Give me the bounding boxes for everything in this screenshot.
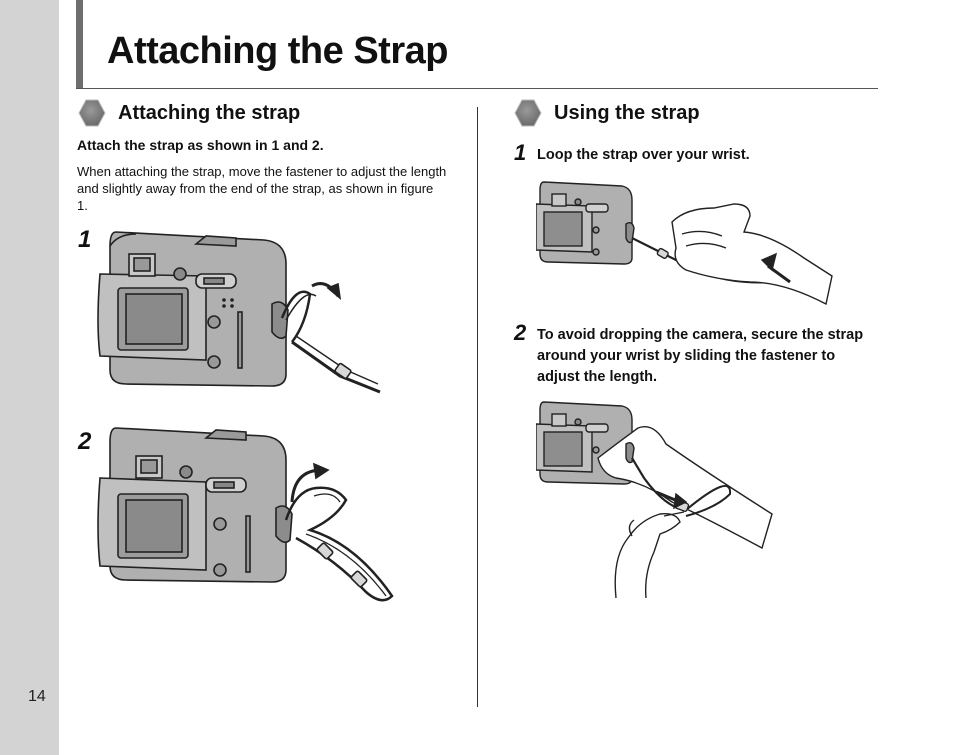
body-text: When attaching the strap, move the faste… <box>77 164 447 213</box>
fastener-adjust-illustration <box>536 401 773 599</box>
section-title-using: Using the strap <box>554 102 700 124</box>
page-number: 14 <box>28 688 46 705</box>
step-number-1: 1 <box>514 140 527 165</box>
hexagon-icon <box>514 99 542 127</box>
column-divider <box>477 107 478 707</box>
wrist-loop-illustration <box>536 181 833 306</box>
camera-strap-figure-2 <box>97 427 394 602</box>
step-number-2: 2 <box>514 320 527 345</box>
title-accent-bar <box>76 0 83 89</box>
lead-text: Attach the strap as shown in 1 and 2. <box>77 137 324 153</box>
figure-number-2: 2 <box>78 428 92 455</box>
figure-number-1: 1 <box>78 226 92 253</box>
camera-strap-figure-1 <box>97 231 381 394</box>
title-rule <box>76 88 878 89</box>
page-sidebar <box>0 0 59 755</box>
step-text-1: Loop the strap over your wrist. <box>537 147 750 163</box>
page-title: Attaching the Strap <box>107 30 448 72</box>
section-title-attaching: Attaching the strap <box>118 102 301 124</box>
hexagon-icon <box>78 99 106 127</box>
step-text-2: To avoid dropping the camera, secure the… <box>537 327 864 385</box>
